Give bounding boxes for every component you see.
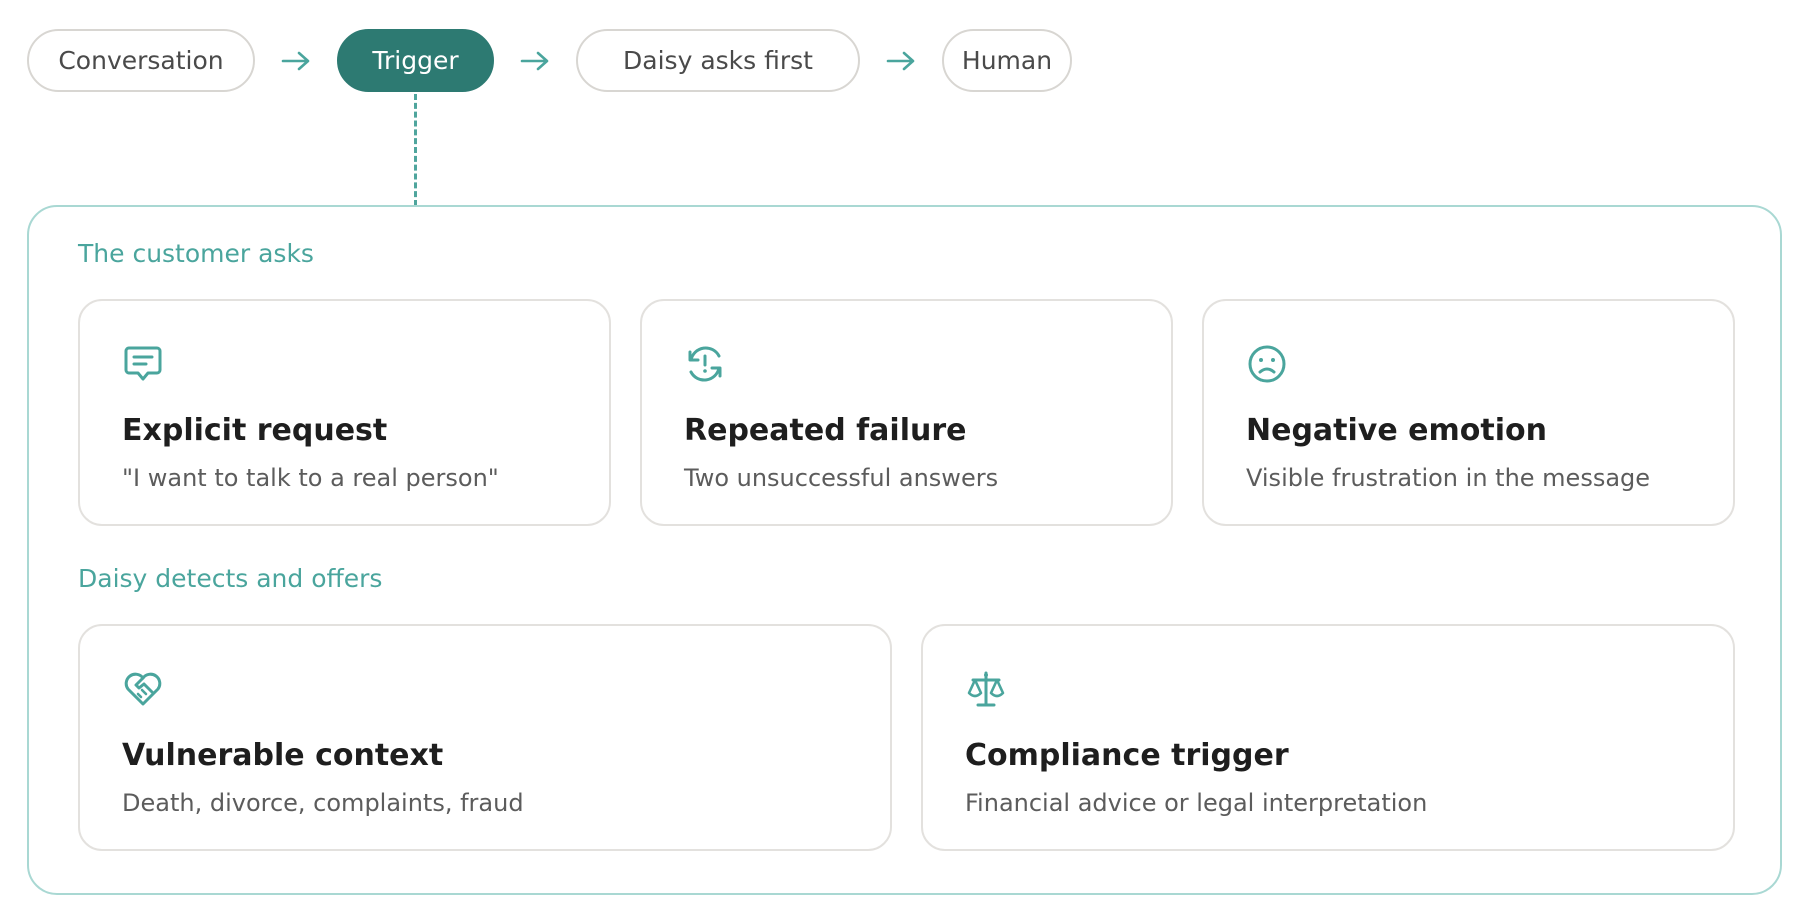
- escalation-flow: Conversation Trigger Daisy asks first Hu…: [27, 29, 1072, 92]
- dashed-connector: [414, 94, 417, 206]
- sad-face-icon: [1246, 343, 1288, 385]
- step-label: Trigger: [372, 46, 459, 75]
- step-daisy-asks-first: Daisy asks first: [576, 29, 860, 92]
- card-title: Repeated failure: [684, 413, 967, 448]
- card-description: Two unsuccessful answers: [684, 464, 999, 492]
- arrow-right-icon: [494, 50, 576, 72]
- card-compliance-trigger: Compliance trigger Financial advice or l…: [921, 624, 1735, 851]
- card-description: Visible frustration in the message: [1246, 464, 1651, 492]
- heart-handshake-icon: [122, 668, 164, 710]
- step-conversation: Conversation: [27, 29, 255, 92]
- card-title: Negative emotion: [1246, 413, 1547, 448]
- step-label: Conversation: [58, 46, 224, 75]
- retry-alert-icon: [684, 343, 726, 385]
- step-trigger: Trigger: [337, 29, 494, 92]
- card-negative-emotion: Negative emotion Visible frustration in …: [1202, 299, 1735, 526]
- scale-icon: [965, 668, 1007, 710]
- trigger-panel: The customer asks Explicit request "I wa…: [27, 205, 1782, 895]
- step-label: Human: [961, 46, 1053, 75]
- step-human: Human: [942, 29, 1072, 92]
- card-repeated-failure: Repeated failure Two unsuccessful answer…: [640, 299, 1173, 526]
- card-description: Financial advice or legal interpretation: [965, 789, 1428, 817]
- card-title: Explicit request: [122, 413, 388, 448]
- chat-message-icon: [122, 343, 164, 385]
- step-label: Daisy asks first: [623, 46, 813, 75]
- card-vulnerable-context: Vulnerable context Death, divorce, compl…: [78, 624, 892, 851]
- arrow-right-icon: [860, 50, 942, 72]
- section-label-customer-asks: The customer asks: [78, 239, 314, 268]
- section-label-daisy-detects: Daisy detects and offers: [78, 564, 383, 593]
- card-explicit-request: Explicit request "I want to talk to a re…: [78, 299, 611, 526]
- card-description: Death, divorce, complaints, fraud: [122, 789, 524, 817]
- arrow-right-icon: [255, 50, 337, 72]
- card-title: Vulnerable context: [122, 738, 444, 773]
- card-description: "I want to talk to a real person": [122, 464, 499, 492]
- card-title: Compliance trigger: [965, 738, 1289, 773]
